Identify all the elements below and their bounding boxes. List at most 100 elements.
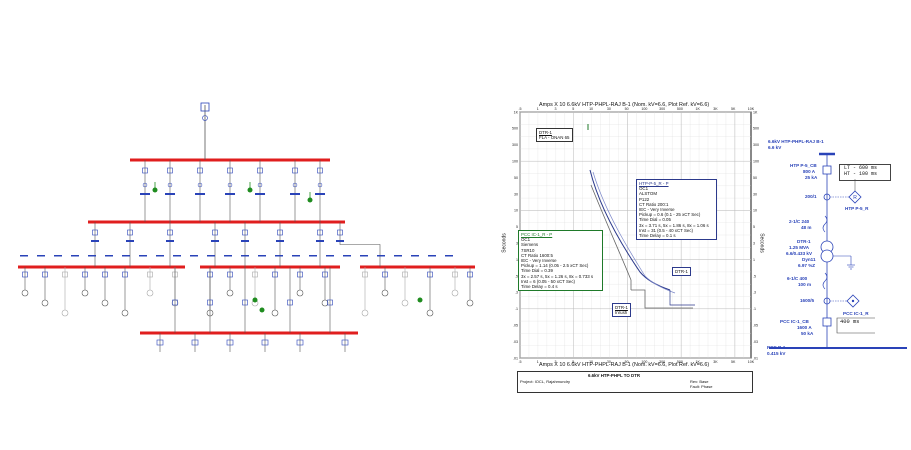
feeder-breaker <box>257 167 263 174</box>
relay2-line: 7SR10 <box>521 247 535 253</box>
hv-bus-kv: 6.6 kV <box>768 145 782 150</box>
y-tick-label-right: 50 <box>753 176 757 180</box>
load-breaker <box>102 271 108 278</box>
bus-label-mark <box>88 255 96 257</box>
bus-label-mark <box>156 255 164 257</box>
x-tick-label-bottom: 1K <box>695 360 700 364</box>
feeder-breaker <box>197 167 203 174</box>
y-tick-label-left: 1 <box>516 258 518 262</box>
feeder-label-mark <box>140 193 150 195</box>
bus-label-mark <box>394 255 402 257</box>
y-tick-label-right: 300 <box>753 143 759 147</box>
lv-load-box <box>226 339 234 346</box>
load-motor <box>361 309 369 317</box>
bus-label-mark <box>105 255 113 257</box>
relay1-line: Inst = 31 (0.5 - 40 xCT Sec) <box>639 227 693 233</box>
load-breaker <box>452 271 458 278</box>
load-breaker <box>272 271 278 278</box>
relay2-line: Time Dial = 0.39 <box>521 268 553 274</box>
y-tick-label-left: 500 <box>512 127 518 131</box>
load-breaker <box>42 271 48 278</box>
bus-label-mark <box>377 255 385 257</box>
feeder-one-line: R 6.6kV HTP-PHPL-RAJ B-1 6.6 kV HTP P-5_… <box>765 130 911 370</box>
relay1-tag: HTP P-5_R <box>845 206 869 211</box>
xfmr-secondary <box>820 249 834 263</box>
load-motor <box>271 309 279 317</box>
tie-breaker <box>242 229 248 236</box>
feeder-ct <box>227 182 233 188</box>
lv-feeder-breaker <box>287 299 293 306</box>
inrush-tag-1: DTR-1 <box>615 305 628 310</box>
feeder-label-mark <box>290 193 300 195</box>
load-motor <box>381 289 389 297</box>
lv-load-box <box>191 339 199 346</box>
load-motor <box>41 299 49 307</box>
x-tick-label-top: 1 <box>537 107 539 111</box>
x-tick-label-bottom: 5K <box>731 360 736 364</box>
load-motor <box>321 299 329 307</box>
load-breaker <box>62 271 68 278</box>
bus-label-mark <box>241 255 249 257</box>
relay1-line: OC1 <box>639 186 649 192</box>
ground-device <box>252 297 258 303</box>
tie-label-mark <box>241 240 249 242</box>
y-tick-label-left: 100 <box>512 160 518 164</box>
load-motor <box>121 309 129 317</box>
tcc-ylabel-right: Seconds <box>758 233 765 253</box>
relay1-settings-box: HTP-P-5_R - P OC1 ALSTOM P122 CT Ratio 2… <box>636 179 717 241</box>
tie-breaker <box>277 229 283 236</box>
relay2-definite-time <box>631 289 693 309</box>
feeder-diagram: R <box>769 152 907 349</box>
lv-feeder-breaker <box>242 299 248 306</box>
relay1-line: P122 <box>639 196 650 202</box>
cable1-size: 2-1/C 240 <box>789 219 810 224</box>
load-breaker <box>382 271 388 278</box>
relay1-setting-lt: LT - 600 ms <box>844 165 878 171</box>
tie-label-mark <box>126 240 134 242</box>
relay2-line: Siemens <box>521 242 539 248</box>
feeder-ct <box>197 182 203 188</box>
breaker1-tag: HTP P-5_CB <box>790 163 817 168</box>
inrush-tag-2: Inrush <box>615 310 628 316</box>
load-breaker <box>322 271 328 278</box>
tie-label-mark <box>316 240 324 242</box>
bus-label-mark <box>224 255 232 257</box>
xfmr-label: DTR-1 <box>539 130 552 135</box>
xfmr-sublabel: FLA - ONAN 65 <box>539 135 570 141</box>
lv-feeder-breaker <box>207 299 213 306</box>
xfmr-z: 6.97 %Z <box>798 263 816 268</box>
breaker2-tag: PCC IC-1_CB <box>780 319 809 324</box>
x-tick-label-bottom: 5 <box>572 360 574 364</box>
bus-label-mark <box>292 255 300 257</box>
relay1-curve-tolerance <box>592 171 676 294</box>
network-one-line-diagram <box>18 102 475 352</box>
y-tick-label-right: 500 <box>753 127 759 131</box>
bus-label-mark <box>37 255 45 257</box>
incomer-breaker <box>200 102 210 112</box>
lv-load-box <box>296 339 304 346</box>
y-tick-label-right: 3 <box>753 242 755 246</box>
feeder-ct <box>292 182 298 188</box>
dtr-tag: DTR-1 <box>675 269 688 274</box>
ground-device <box>417 297 423 303</box>
load-breaker <box>467 271 473 278</box>
load-motor <box>401 299 409 307</box>
relay1-title: HTP-P-5_R - P <box>639 181 669 186</box>
x-tick-label-bottom: 30 <box>607 360 611 364</box>
load-motor <box>101 299 109 307</box>
y-tick-label-left: 30 <box>514 192 518 196</box>
load-motor <box>226 289 234 297</box>
ct1-ratio: 200/1 <box>805 194 817 199</box>
lv-load-box <box>261 339 269 346</box>
cable2-symbol <box>822 272 828 290</box>
load-breaker <box>122 271 128 278</box>
load-breaker <box>22 271 28 278</box>
feeder-breaker <box>167 167 173 174</box>
tcc-title-bottom: Amps X 10 6.6kV HTP-PHPL-RAJ B-1 (Nom. k… <box>539 362 710 368</box>
x-tick-label-bottom: 3 <box>555 360 557 364</box>
feeder-label-mark <box>165 193 175 195</box>
x-tick-label-top: 50 <box>625 107 629 111</box>
x-tick-label-top: 10 <box>589 107 593 111</box>
relay1-symbol <box>848 190 862 204</box>
feeder-ct <box>142 182 148 188</box>
